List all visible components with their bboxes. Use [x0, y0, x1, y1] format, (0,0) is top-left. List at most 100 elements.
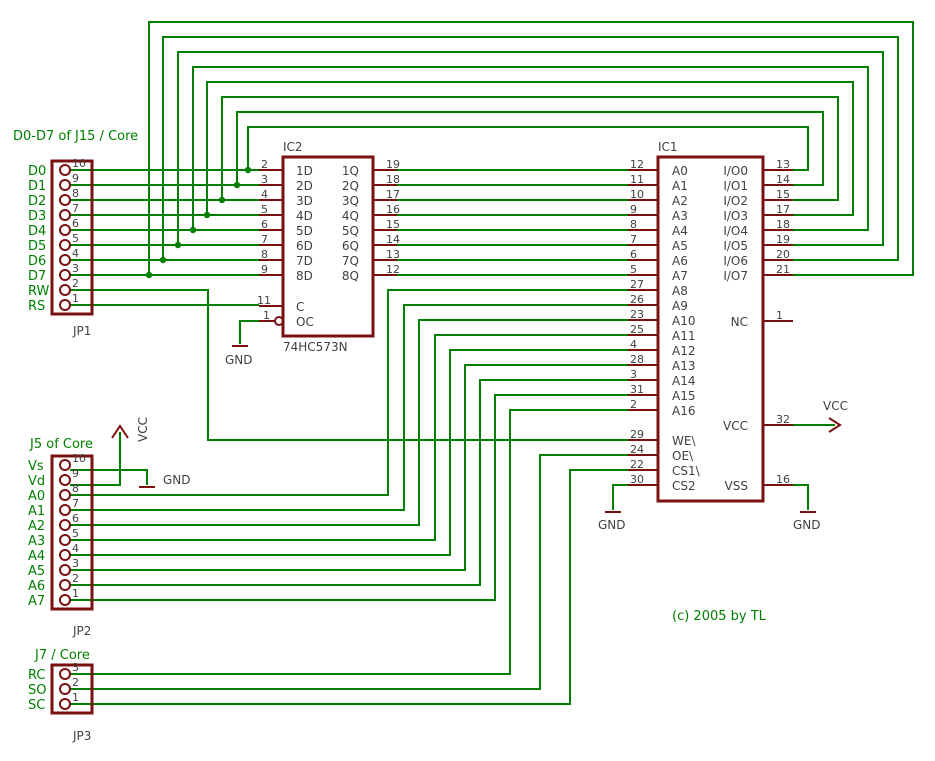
ic2-oc-inverter-bubble: [274, 316, 284, 326]
jp2-signal-a1: A1: [28, 504, 45, 519]
jp3-pin-0: [59, 668, 71, 680]
ic1-pin-number: 27: [630, 278, 644, 291]
jp2-pin-number: 6: [72, 512, 79, 525]
ic2-pin-6q: 6Q: [342, 239, 359, 253]
ic1-pin-a3: A3: [672, 209, 688, 223]
ic1-pin-number: 4: [630, 338, 637, 351]
jp3-pin-number: 1: [72, 691, 79, 704]
jp3-body: [50, 663, 94, 715]
texts: D0-D7 of J15 / Core J5 of Core J7 / Core…: [13, 129, 848, 743]
ic1-pin-number: 13: [776, 158, 790, 171]
ic1-pin-io3: I/O3: [723, 209, 748, 223]
ic2-pin-3q: 3Q: [342, 194, 359, 208]
jp1-signal-d2: D2: [28, 194, 46, 209]
ic1-pin-number: 29: [630, 428, 644, 441]
a7-to-ic1-a15-wire: [70, 394, 628, 601]
jp2-signal-a0: A0: [28, 489, 45, 504]
jp1-pin-number: 9: [72, 172, 79, 185]
ic1-pin-ctrl: CS1\: [672, 464, 701, 478]
ic2-pin-number: 18: [386, 173, 400, 186]
ic1-pin-number: 8: [630, 218, 637, 231]
jp2-pin-5: [59, 534, 71, 546]
jp3-name: JP3: [72, 729, 91, 743]
d5-io-loop: [177, 51, 884, 246]
ic1-pin-a2: A2: [672, 194, 688, 208]
jp2-pin-number: 7: [72, 497, 79, 510]
ic1-pin-a9: A9: [672, 299, 688, 313]
ic1-body: [656, 155, 765, 503]
ic1-pin-io4: I/O4: [723, 224, 748, 238]
ic2-pin-4d: 4D: [296, 209, 313, 223]
jp2-body: [50, 454, 94, 611]
ic2-pin-1d: 1D: [296, 164, 313, 178]
jp1-signal-d7: D7: [28, 269, 46, 284]
jp1-signal-d0: D0: [28, 164, 46, 179]
ic2-pin-number: 8: [261, 248, 268, 261]
ic2-pin-number: 13: [386, 248, 400, 261]
ic2-pin-number: 5: [261, 203, 268, 216]
ic2-pin-number: 4: [261, 188, 268, 201]
ic2-pin-8q: 8Q: [342, 269, 359, 283]
ic1-pin-number: 18: [776, 218, 790, 231]
jp1-pin-2: [59, 194, 71, 206]
ic1-pin-a7: A7: [672, 269, 688, 283]
ic1-pin-number: 32: [776, 413, 790, 426]
ic1-pin-io5: I/O5: [723, 239, 748, 253]
ic1-pin-ctrl: CS2: [672, 479, 696, 493]
ic1-pin-vcc: VCC: [723, 419, 748, 433]
jp2-pin-9: [59, 594, 71, 606]
d7-io-loop: [148, 21, 914, 276]
jp1-signal-d3: D3: [28, 209, 46, 224]
jp3-signal-sc: SC: [28, 698, 45, 713]
jp2-pin-8: [59, 579, 71, 591]
jp2-pin-number: 10: [72, 452, 86, 465]
jp2-signal-a4: A4: [28, 549, 45, 564]
vs-to-gnd-wire: [70, 469, 148, 485]
vcc-arrow-jp2: [111, 424, 129, 439]
jp2-pin-number: 9: [72, 467, 79, 480]
ic2-pin-number: 11: [257, 294, 271, 307]
a5-to-ic1-a13-wire: [70, 364, 628, 571]
rc-to-a16-wire: [70, 409, 628, 675]
ic1-pin-number: 7: [630, 233, 637, 246]
ic1-pin-number: 6: [630, 248, 637, 261]
ic2-pin-number: 7: [261, 233, 268, 246]
ic2-pin-6d: 6D: [296, 239, 313, 253]
jp3-pin-number: 2: [72, 676, 79, 689]
ic2-pin-number: 1: [263, 309, 270, 322]
jp3-pin-number: 3: [72, 661, 79, 674]
jp1-pin-1: [59, 179, 71, 191]
d6-io-loop: [162, 36, 899, 261]
ic2-pin-number: 19: [386, 158, 400, 171]
gnd-label-jp2: GND: [163, 473, 191, 487]
ic1-pin-a4: A4: [672, 224, 688, 238]
ic1-pin-io6: I/O6: [723, 254, 748, 268]
ic1-pin-a13: A13: [672, 359, 695, 373]
jp3-pin-1: [59, 683, 71, 695]
jp1-signal-rw: RW: [28, 284, 50, 299]
jp2-signal-a5: A5: [28, 564, 45, 579]
jp2-signal-a7: A7: [28, 594, 45, 609]
jp3-header: J7 / Core: [34, 648, 90, 663]
jp2-pin-number: 3: [72, 557, 79, 570]
ic2-pin-5q: 5Q: [342, 224, 359, 238]
ic2-pin-number: 12: [386, 263, 400, 276]
jp1-pin-number: 5: [72, 232, 79, 245]
ic1-pin-io0: I/O0: [723, 164, 748, 178]
ic1-name: IC1: [658, 140, 678, 154]
ic2-pin-1q: 1Q: [342, 164, 359, 178]
jp3-signal-rc: RC: [28, 668, 45, 683]
ic2-pin-4q: 4Q: [342, 209, 359, 223]
ic1-pin-number: 22: [630, 458, 644, 471]
ic1-pin-io2: I/O2: [723, 194, 748, 208]
ic2-pin-number: 16: [386, 203, 400, 216]
vd-to-vcc-wire: [70, 432, 121, 486]
ic1-pin-number: 26: [630, 293, 644, 306]
ic1-pin-number: 11: [630, 173, 644, 186]
jp2-pin-3: [59, 504, 71, 516]
jp1-signal-d5: D5: [28, 239, 46, 254]
d4-io-loop: [192, 66, 869, 231]
ic1-pin-number: 19: [776, 233, 790, 246]
ic2-name: IC2: [283, 140, 303, 154]
